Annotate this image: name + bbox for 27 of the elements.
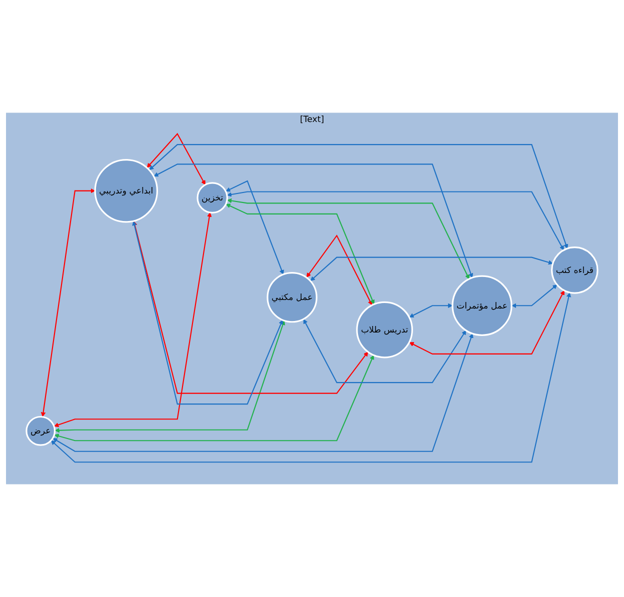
arrow	[50, 292, 572, 463]
arrow	[132, 221, 284, 405]
node-circle: قراءه كتب	[551, 246, 598, 294]
arrow	[54, 354, 374, 442]
node-circle: عرض	[26, 416, 56, 446]
node-circle: تخزين	[196, 182, 228, 214]
arrow	[146, 132, 206, 185]
arrow	[54, 212, 212, 428]
arrow	[40, 188, 96, 417]
arrow	[512, 284, 558, 308]
arrow	[303, 319, 466, 384]
arrow	[226, 191, 564, 250]
node-circle: ابداعي وتدريبي	[94, 158, 158, 223]
arrow	[54, 320, 286, 433]
arrow	[226, 180, 284, 275]
arrow	[227, 198, 470, 280]
node-circle: عمل مؤتمرات	[452, 275, 512, 336]
arrow	[52, 333, 474, 452]
arrow	[409, 290, 564, 354]
arrow	[310, 256, 553, 281]
arrow	[306, 234, 372, 306]
node-circle: تدريس طلاب	[356, 301, 413, 358]
node-circle: عمل مكتبي	[266, 272, 318, 323]
arrow	[226, 204, 375, 304]
arrow	[409, 303, 453, 318]
arrow	[149, 144, 568, 249]
arrow	[154, 164, 474, 278]
